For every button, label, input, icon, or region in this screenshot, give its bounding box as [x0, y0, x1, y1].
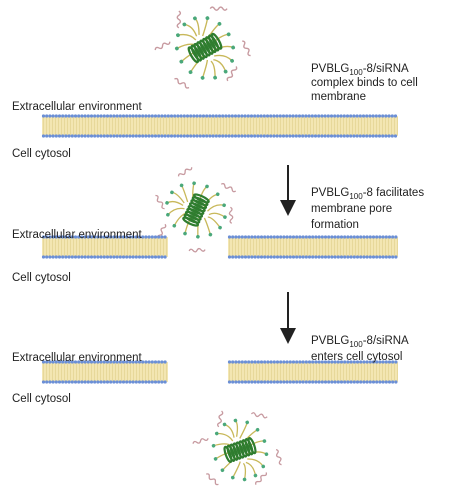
step-1-line-1: PVBLG	[311, 63, 349, 75]
step-1-line-1-tail: -8/siRNA	[363, 63, 409, 75]
step-1-line-2: complex binds to cell	[311, 77, 418, 89]
step-1-description: PVBLG100-8/siRNA complex binds to cell mem…	[311, 63, 418, 103]
step-2-line-3: formation	[311, 219, 359, 231]
cytosol-label-2: Cell cytosol	[12, 272, 71, 284]
step-2-line-2: membrane pore	[311, 203, 392, 215]
polymer-sirna-complex-outside	[154, 6, 251, 89]
step-2-subscript: 100	[349, 192, 363, 201]
extracellular-label-3: Extracellular environment	[12, 352, 143, 364]
cell-membrane-right-segment-pore	[227, 235, 398, 259]
step-3-description: PVBLG100-8/siRNA enters cell cytosol	[311, 335, 409, 363]
cell-membrane-intact	[41, 114, 398, 138]
polymer-sirna-complex-in-pore	[155, 167, 237, 253]
step-1-subscript: 100	[349, 68, 363, 77]
step-2-line-1: PVBLG	[311, 187, 349, 199]
extracellular-label-2: Extracellular environment	[12, 229, 143, 241]
step-3-subscript: 100	[349, 340, 363, 349]
cell-membrane-right-segment-entry	[227, 360, 398, 384]
step-2-description: PVBLG100-8 facilitates membrane pore forma…	[311, 187, 424, 231]
step-1-line-3: membrane	[311, 91, 366, 103]
cytosol-label-3: Cell cytosol	[12, 393, 71, 405]
step-2-line-1-tail: -8 facilitates	[363, 187, 425, 199]
cell-membrane-left-segment-pore	[41, 235, 168, 259]
step-3-line-1-tail: -8/siRNA	[363, 335, 409, 347]
polymer-sirna-complex-inside	[192, 410, 282, 486]
step-3-line-1: PVBLG	[311, 335, 349, 347]
cytosol-label-1: Cell cytosol	[12, 148, 71, 160]
step-3-line-2: enters cell cytosol	[311, 351, 402, 363]
extracellular-label-1: Extracellular environment	[12, 101, 143, 113]
cell-membrane-left-segment-entry	[41, 360, 168, 384]
